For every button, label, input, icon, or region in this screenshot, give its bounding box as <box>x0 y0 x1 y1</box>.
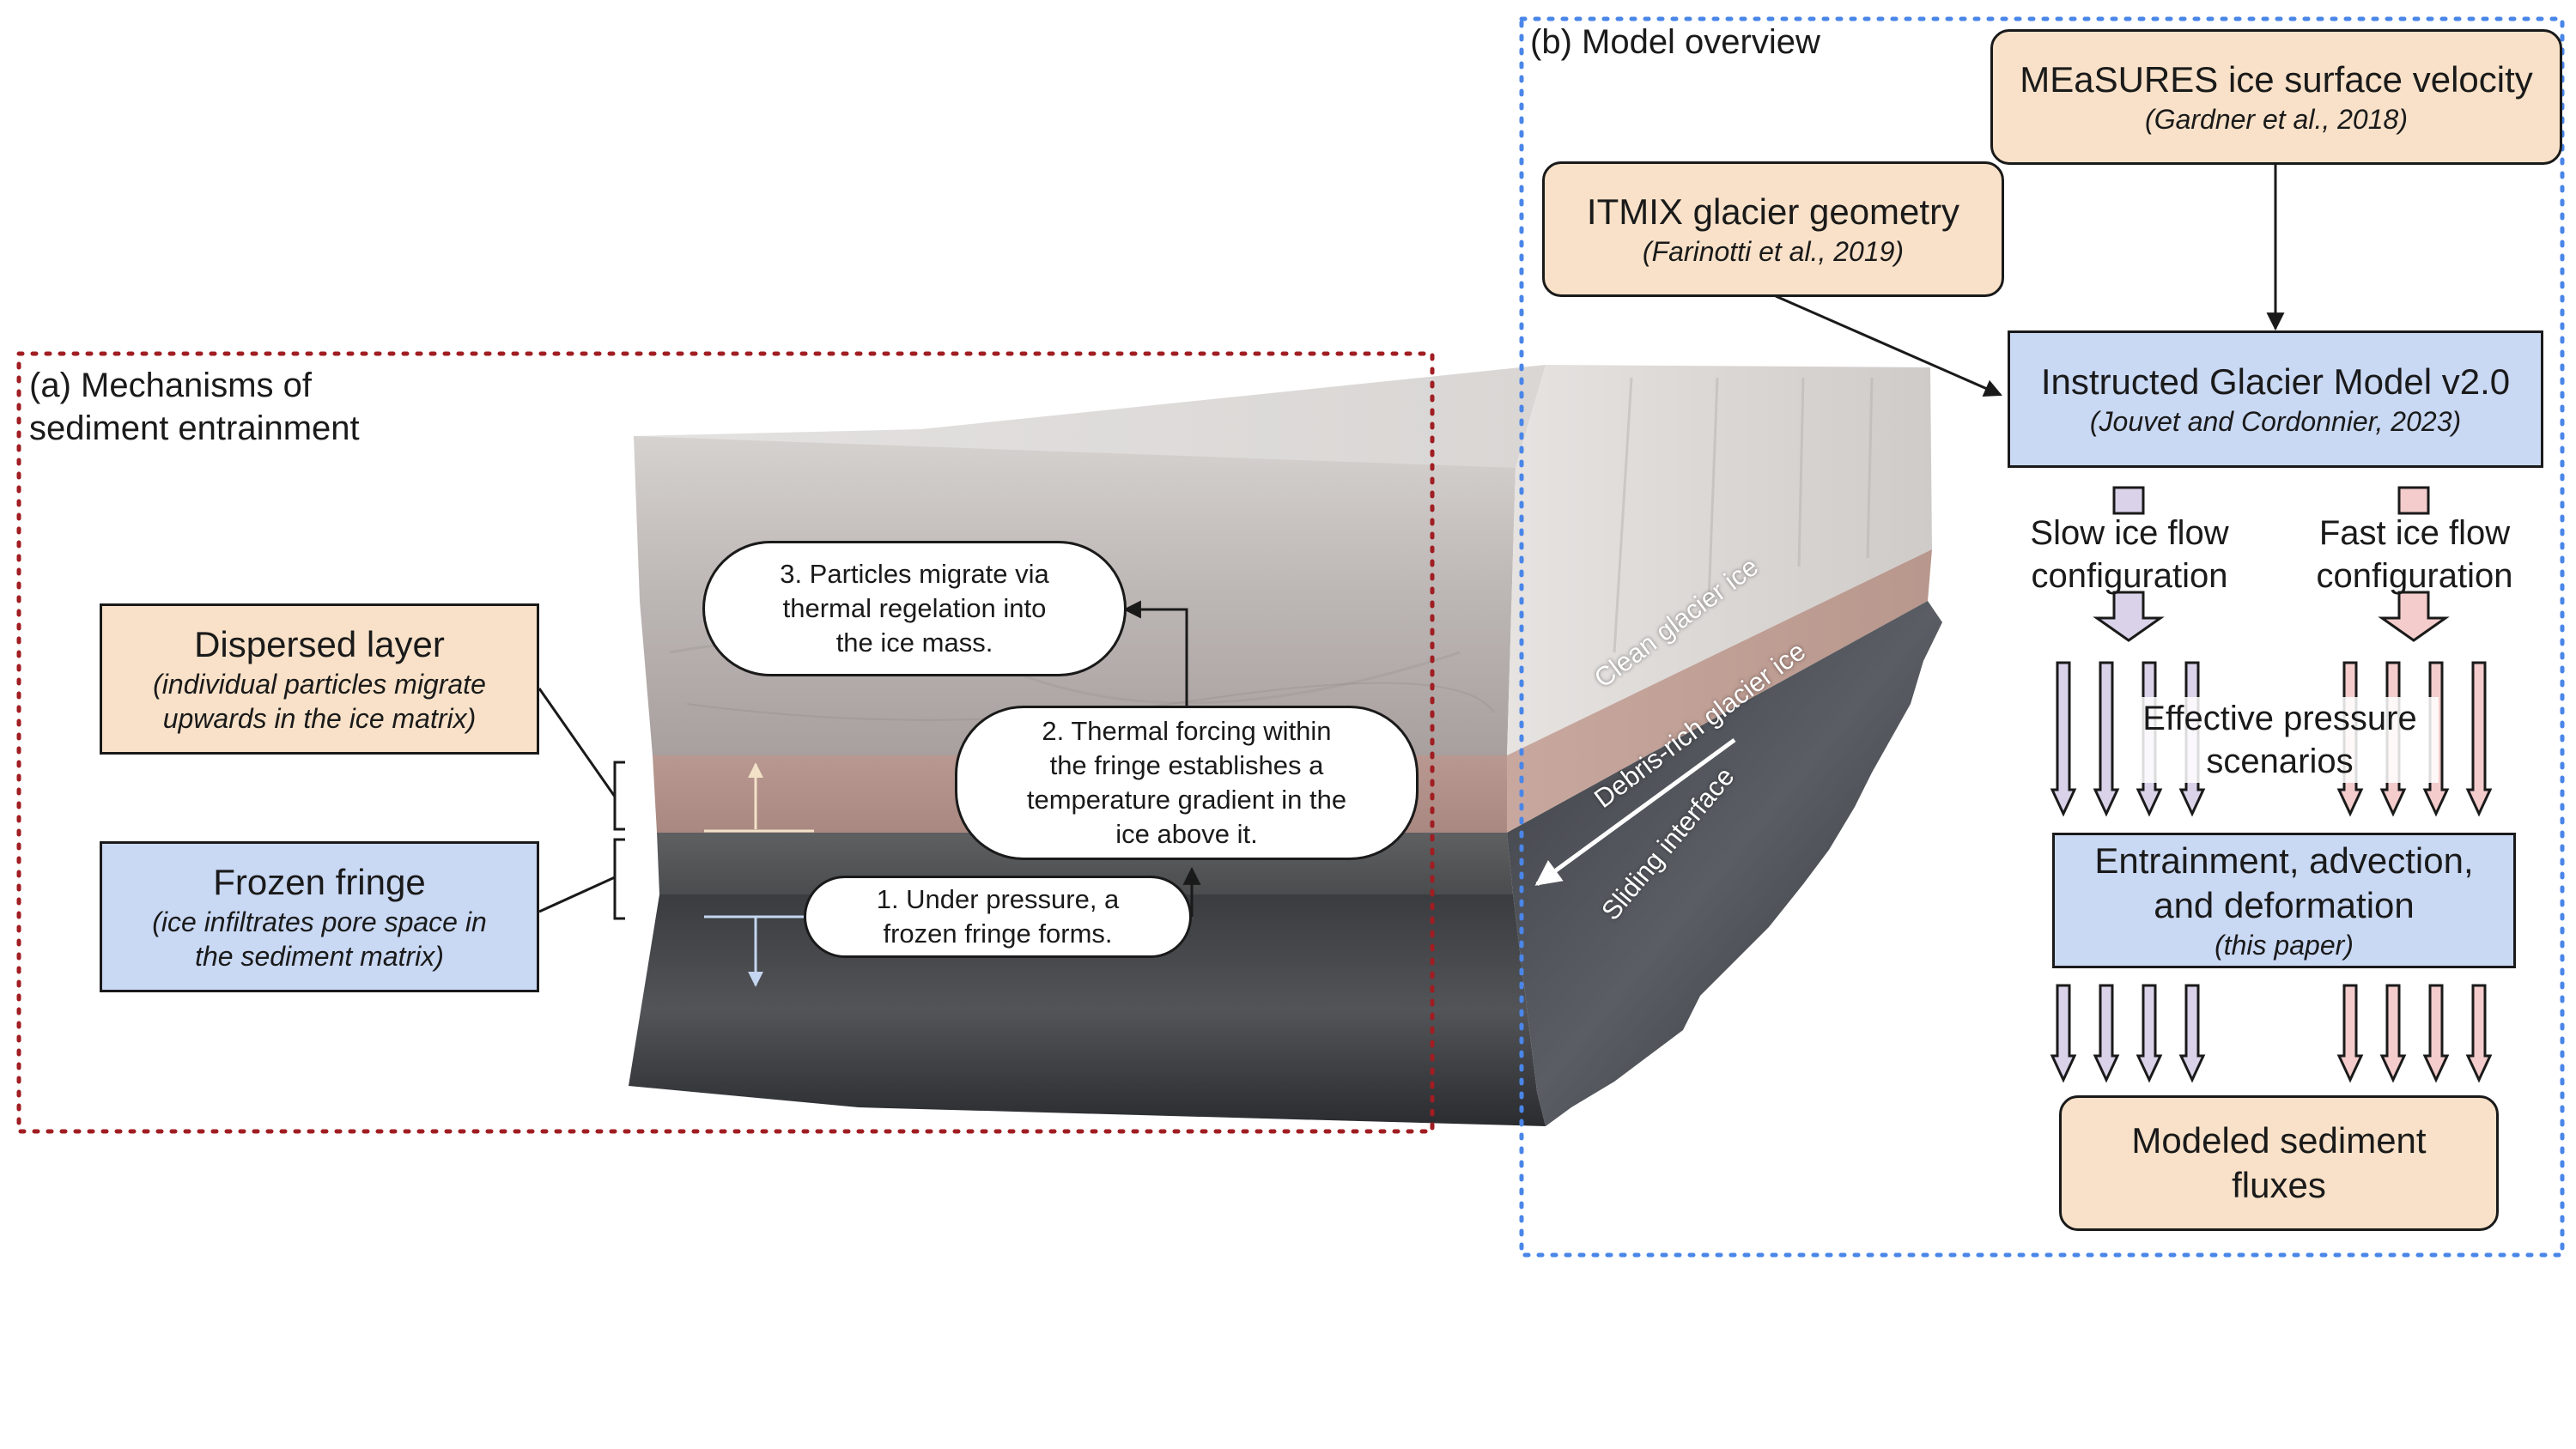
fast-flow-arrow <box>2378 486 2450 642</box>
slow-flow-label: Slow ice flow configuration <box>2030 514 2229 595</box>
measures-box: MEaSURES ice surface velocity (Gardner e… <box>1990 29 2562 165</box>
effective-pressure-label: Effective pressure scenarios <box>2121 697 2439 783</box>
entrainment-line-2: and deformation <box>2154 885 2415 925</box>
side-clean-ice <box>1507 365 1932 755</box>
slow-fluxes-arrow-3 <box>2136 984 2163 1083</box>
fluxes-line-1: Modeled sediment <box>2131 1120 2427 1161</box>
frozen-fringe-sub-1: (ice infiltrates pore space in <box>152 906 487 937</box>
dispersed-layer-sub-2: upwards in the ice matrix) <box>162 703 477 734</box>
bracket-dispersed <box>613 761 625 831</box>
glacier-top <box>634 365 1546 468</box>
side-bed <box>1507 601 1942 1126</box>
sliding-interface-arrow <box>1534 737 1736 887</box>
slow-effective-arrow-1 <box>2050 661 2077 817</box>
side-debris-layer <box>1507 549 1932 833</box>
frozen-fringe-title: Frozen fringe <box>213 862 426 902</box>
fast-effective-arrow-4 <box>2465 661 2493 817</box>
igm-citation: (Jouvet and Cordonnier, 2023) <box>2089 406 2462 437</box>
panel-a-outline <box>16 351 1435 1134</box>
measures-citation: (Gardner et al., 2018) <box>2145 104 2408 135</box>
slow-effective-arrow-2 <box>2093 661 2120 817</box>
step-3-bubble: 3. Particles migrate via thermal regelat… <box>702 541 1127 676</box>
frozen-fringe-sub-2: the sediment matrix) <box>195 941 444 972</box>
frozen-fringe-box: Frozen fringe (ice infiltrates pore spac… <box>100 841 539 992</box>
slow-fluxes-arrow-4 <box>2178 984 2206 1083</box>
panel-b-label: (b) Model overview <box>1530 23 1820 61</box>
entrainment-citation: (this paper) <box>2215 930 2354 961</box>
slow-fluxes-arrow-2 <box>2093 984 2120 1083</box>
itmix-citation: (Farinotti et al., 2019) <box>1642 236 1905 267</box>
connector-step2-step3 <box>1122 600 1188 706</box>
igm-box: Instructed Glacier Model v2.0 (Jouvet an… <box>2008 330 2543 468</box>
step-1-bubble: 1. Under pressure, a frozen fringe forms… <box>804 876 1192 958</box>
measures-title: MEaSURES ice surface velocity <box>2020 59 2533 100</box>
dispersed-layer-sub-1: (individual particles migrate <box>153 669 486 700</box>
fast-fluxes-arrow-3 <box>2422 984 2450 1083</box>
connector-itmix-igm <box>1775 294 2002 397</box>
fast-fluxes-arrow-4 <box>2465 984 2493 1083</box>
itmix-title: ITMIX glacier geometry <box>1586 191 1960 232</box>
panel-a-label: (a) Mechanisms of sediment entrainment <box>29 367 360 447</box>
fluxes-line-2: fluxes <box>2232 1165 2326 1205</box>
fast-fluxes-arrow-1 <box>2336 984 2364 1083</box>
panel-b-outline <box>1519 16 2565 1258</box>
entrainment-box: Entrainment, advection, and deformation … <box>2052 833 2516 968</box>
dispersed-layer-box: Dispersed layer (individual particles mi… <box>100 603 539 755</box>
fluxes-box: Modeled sediment fluxes <box>2059 1095 2499 1231</box>
igm-title: Instructed Glacier Model v2.0 <box>2040 361 2511 402</box>
fast-flow-label: Fast ice flow configuration <box>2316 514 2513 595</box>
slow-fluxes-arrow-1 <box>2050 984 2077 1083</box>
entrainment-line-1: Entrainment, advection, <box>2094 840 2474 881</box>
slow-flow-arrow <box>2093 486 2165 642</box>
itmix-box: ITMIX glacier geometry (Farinotti et al.… <box>1542 161 2004 297</box>
bracket-fringe <box>613 838 625 920</box>
dispersed-layer-title: Dispersed layer <box>194 624 445 664</box>
fast-fluxes-arrow-2 <box>2379 984 2407 1083</box>
step-2-bubble: 2. Thermal forcing within the fringe est… <box>955 706 1419 860</box>
